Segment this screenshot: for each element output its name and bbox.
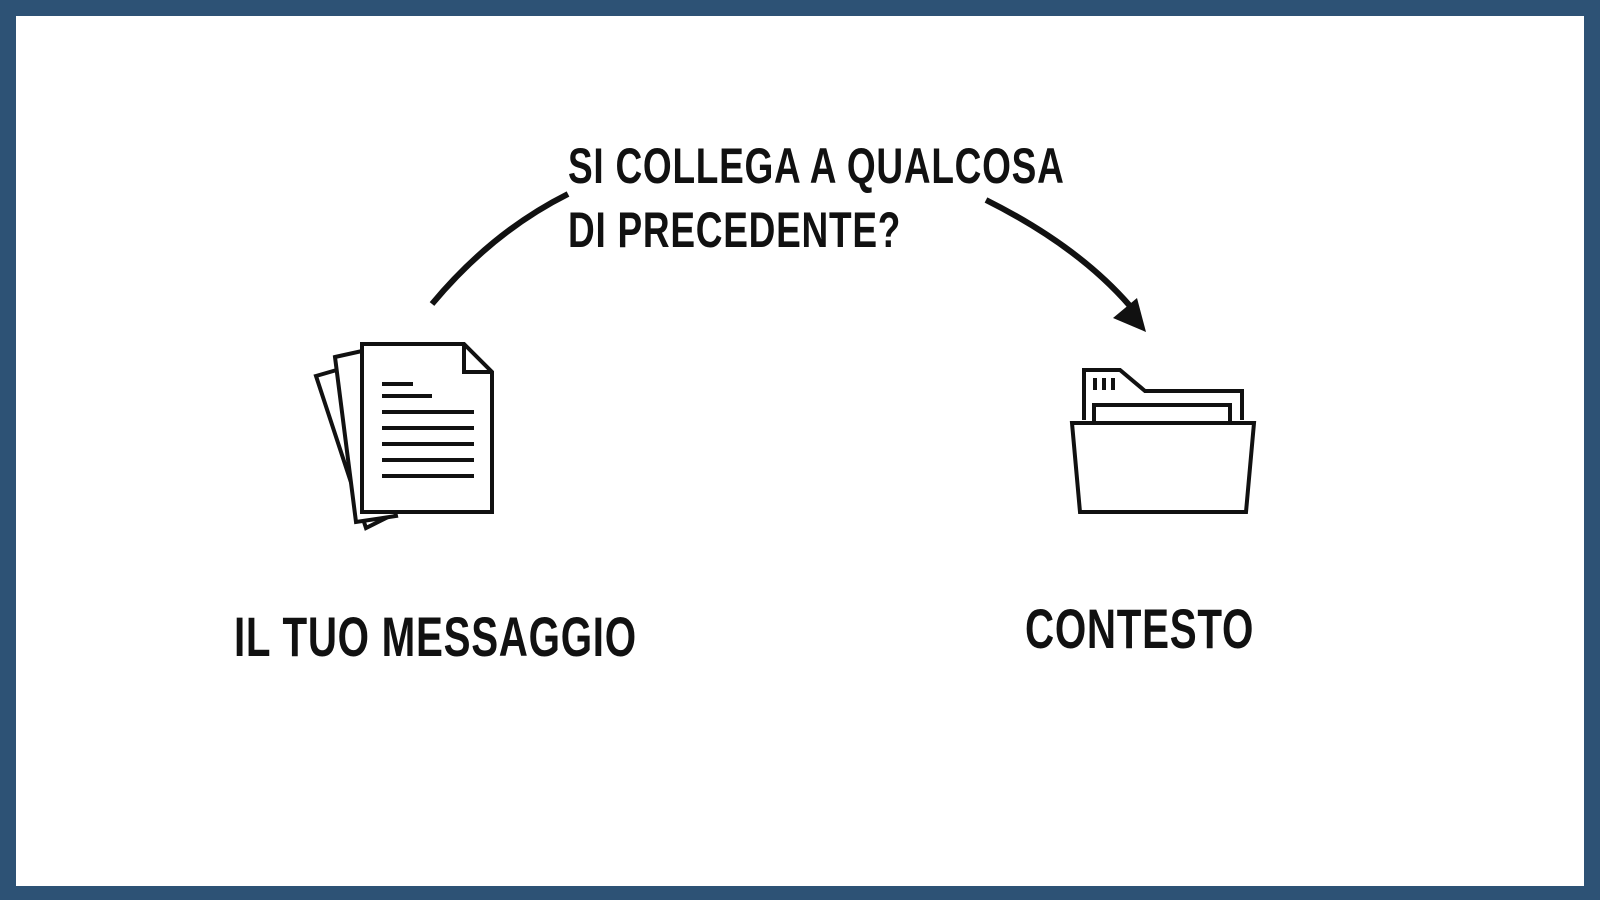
- question-line-2: DI PRECEDENTE?: [568, 202, 902, 258]
- target-label: CONTESTO: [1025, 597, 1255, 660]
- connector-arc-left: [429, 191, 570, 306]
- arrowhead-icon: [1113, 298, 1146, 332]
- folder-icon: [1069, 368, 1257, 514]
- documents-icon: [313, 342, 494, 531]
- connector-arc-right: [984, 197, 1133, 308]
- source-label: IL TUO MESSAGGIO: [234, 605, 637, 668]
- question-text: SI COLLEGA A QUALCOSA DI PRECEDENTE?: [568, 134, 1065, 262]
- question-line-1: SI COLLEGA A QUALCOSA: [568, 138, 1065, 194]
